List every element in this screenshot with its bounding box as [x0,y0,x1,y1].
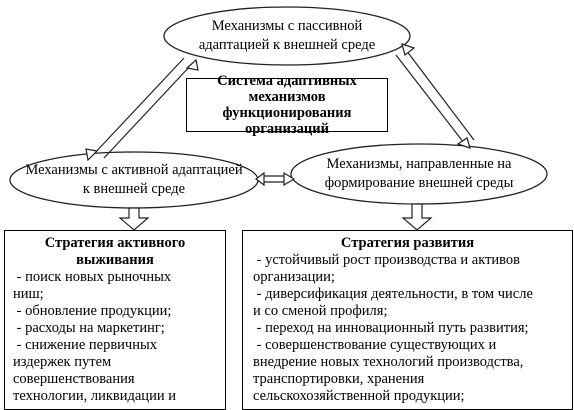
down-arrow-left [118,207,150,231]
active-survival-item: - снижение первичных [13,337,157,353]
active-line-2: к внешней среде [82,181,186,197]
development-item: транспортировки, хранения [253,371,425,387]
passive-line-1: Механизмы с пассивной [211,18,363,34]
development-item: - совершенствование существующих и [253,337,497,353]
adaptive-system-box: Система адаптивных механизмов функционир… [186,73,388,137]
development-item: - устойчивый рост производства и активов [253,252,521,268]
active-survival-item: - расходы на маркетинг; [13,320,165,336]
development-item: сельскохозяйственной продукции; [253,388,465,404]
active-survival-strategy-box: Стратегия активного выживания - поиск но… [4,230,226,410]
development-item: и со сменой профиля; [253,303,388,319]
active-survival-title-line-1: Стратегия активного [44,235,186,251]
center-line-2: механизмов функционирования [222,89,352,121]
active-survival-item: технологии, ликвидации и [13,388,176,404]
arrow-top-to-right [395,43,475,149]
active-survival-item: - обновление продукции; [13,303,172,319]
development-item: - переход на инновационный путь развития… [253,320,529,336]
active-survival-item: совершенствования [13,371,135,387]
development-strategy-title: Стратегия развития [340,235,475,251]
active-survival-title-line-2: выживания [76,252,154,268]
active-survival-title: Стратегия активного выживания [13,235,217,269]
development-item: организации; [253,269,335,285]
center-line-1: Система адаптивных [217,73,357,89]
shaping-line-1: Механизмы, направленные на [326,156,512,172]
active-line-1: Механизмы с активной адаптацией [25,162,243,178]
shaping-mechanisms-label: Механизмы, направленные на формирование … [304,146,534,202]
arrow-top-to-left [85,57,199,162]
passive-mechanisms-ellipse [163,6,411,66]
shaping-line-2: формирование внешней среды [324,175,514,191]
active-survival-item: издержек путем [13,354,112,370]
development-item: - диверсификация деятельности, в том чис… [253,286,533,302]
down-arrow-right [401,203,433,231]
diagram-canvas [9,6,548,231]
arrow-left-to-right [255,171,296,187]
passive-mechanisms-label: Механизмы с пассивной адаптацией к внешн… [180,9,394,63]
active-survival-item: ниш; [13,286,44,302]
active-mechanisms-label: Механизмы с активной адаптацией к внешне… [20,154,248,206]
passive-line-2: адаптацией к внешней среде [198,37,376,53]
development-item: внедрение новых технологий производства, [253,354,524,370]
active-survival-item: - поиск новых рыночных [13,269,172,285]
development-strategy-box: Стратегия развития - устойчивый рост про… [242,230,573,410]
center-line-3: организаций [245,121,329,137]
